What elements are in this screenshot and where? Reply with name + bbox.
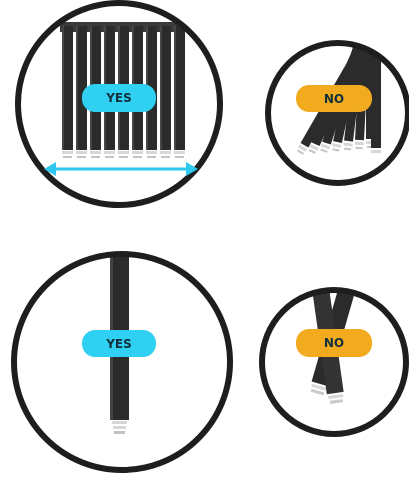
rod [62, 26, 73, 158]
no-badge: NO [296, 329, 372, 357]
yes-badge: YES [82, 330, 156, 357]
no-badge: NO [296, 85, 372, 112]
width-arrow-icon [44, 162, 198, 176]
yes-badge: YES [82, 84, 156, 112]
rod [174, 26, 185, 158]
rod [160, 26, 171, 158]
panel-single-rod [14, 250, 230, 470]
